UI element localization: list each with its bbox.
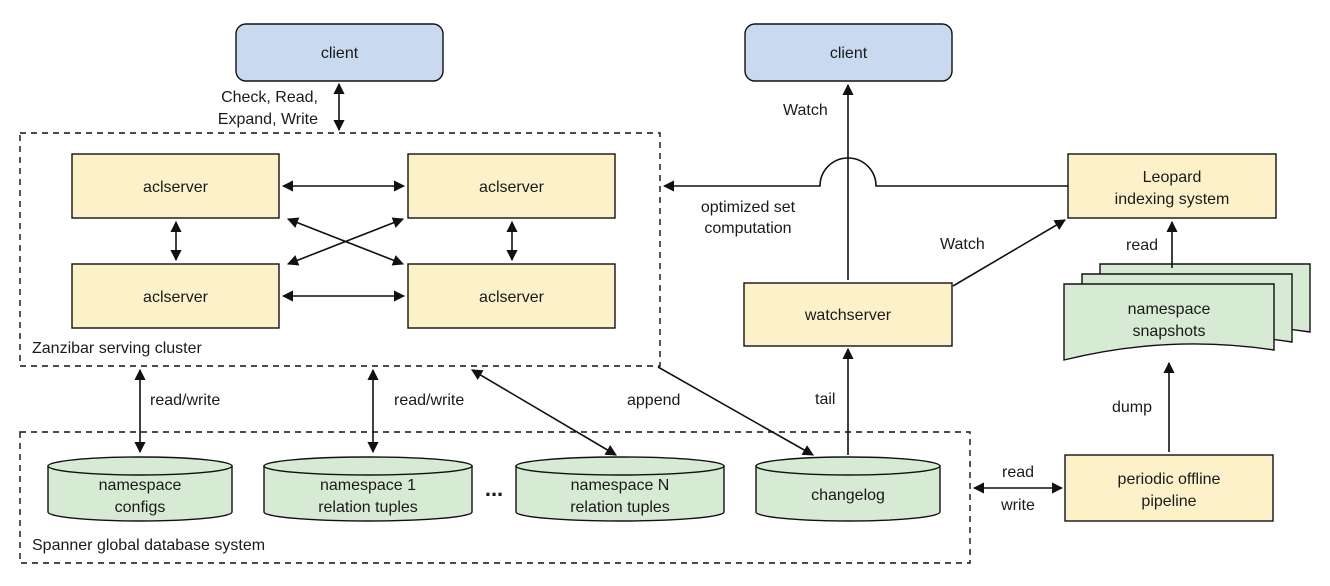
optimized-label-2: computation: [704, 220, 791, 237]
namespace-snapshots: namespace snapshots: [1063, 263, 1311, 361]
leopard-line2: indexing system: [1115, 191, 1230, 208]
db-namespace-1-line1: namespace 1: [320, 477, 416, 494]
client-left-label: client: [321, 45, 359, 62]
db-namespace-n-line1: namespace N: [571, 477, 670, 494]
db-namespace-1-line2: relation tuples: [318, 499, 418, 516]
client-ops-label-1: Check, Read,: [221, 89, 318, 106]
client-right-label: client: [830, 45, 868, 62]
serving-cluster-boundary: [19, 132, 661, 367]
db-namespace-configs-line2: configs: [115, 499, 166, 516]
edge-optimized-set: [662, 157, 1068, 192]
rw-configs-label: read/write: [150, 392, 220, 409]
edge-watch-leopard: [952, 219, 1066, 287]
watch-client-label: Watch: [783, 102, 828, 119]
aclserver-label: aclserver: [143, 289, 209, 306]
db-namespace-configs: namespace configs: [47, 456, 233, 522]
client-left: client: [235, 23, 444, 82]
db-namespace-n-tuples: namespace N relation tuples: [515, 456, 725, 522]
leopard-line1: Leopard: [1143, 169, 1202, 186]
pipeline-box: periodic offline pipeline: [1064, 454, 1274, 522]
watchserver-label: watchserver: [804, 307, 892, 324]
edge-append: [657, 366, 814, 456]
watchserver-box: watchserver: [743, 282, 953, 347]
serving-cluster-label: Zanzibar serving cluster: [32, 340, 203, 357]
pipeline-write-label: write: [1000, 497, 1035, 514]
tail-label: tail: [815, 391, 835, 408]
db-changelog: changelog: [755, 456, 941, 522]
db-ellipsis: ...: [485, 476, 503, 501]
rw-tuples-label: read/write: [394, 392, 464, 409]
pipeline-line2: pipeline: [1141, 493, 1196, 510]
db-namespace-n-line2: relation tuples: [570, 499, 670, 516]
aclserver-bottom-left: aclserver: [71, 263, 280, 329]
edge-rw-namespace-n: [471, 369, 617, 456]
snapshots-line1: namespace: [1128, 301, 1211, 318]
aclserver-top-left: aclserver: [71, 153, 280, 219]
aclserver-label: aclserver: [479, 179, 545, 196]
db-changelog-label: changelog: [811, 487, 885, 504]
db-namespace-configs-line1: namespace: [99, 477, 182, 494]
aclserver-label: aclserver: [479, 289, 545, 306]
pipeline-line1: periodic offline: [1118, 471, 1221, 488]
read-snapshots-label: read: [1126, 237, 1158, 254]
dump-label: dump: [1112, 399, 1152, 416]
aclserver-top-right: aclserver: [407, 153, 616, 219]
aclserver-bottom-right: aclserver: [407, 263, 616, 329]
pipeline-read-label: read: [1002, 464, 1034, 481]
db-namespace-1-tuples: namespace 1 relation tuples: [263, 456, 473, 522]
append-label: append: [627, 392, 680, 409]
client-right: client: [744, 23, 953, 82]
watch-leopard-label: Watch: [940, 236, 985, 253]
snapshots-line2: snapshots: [1133, 323, 1206, 340]
spanner-label: Spanner global database system: [32, 537, 265, 554]
client-ops-label-2: Expand, Write: [218, 111, 318, 128]
optimized-label-1: optimized set: [701, 199, 796, 216]
edge-acl-diag-2: [286, 217, 405, 266]
aclserver-label: aclserver: [143, 179, 209, 196]
leopard-box: Leopard indexing system: [1067, 153, 1277, 219]
